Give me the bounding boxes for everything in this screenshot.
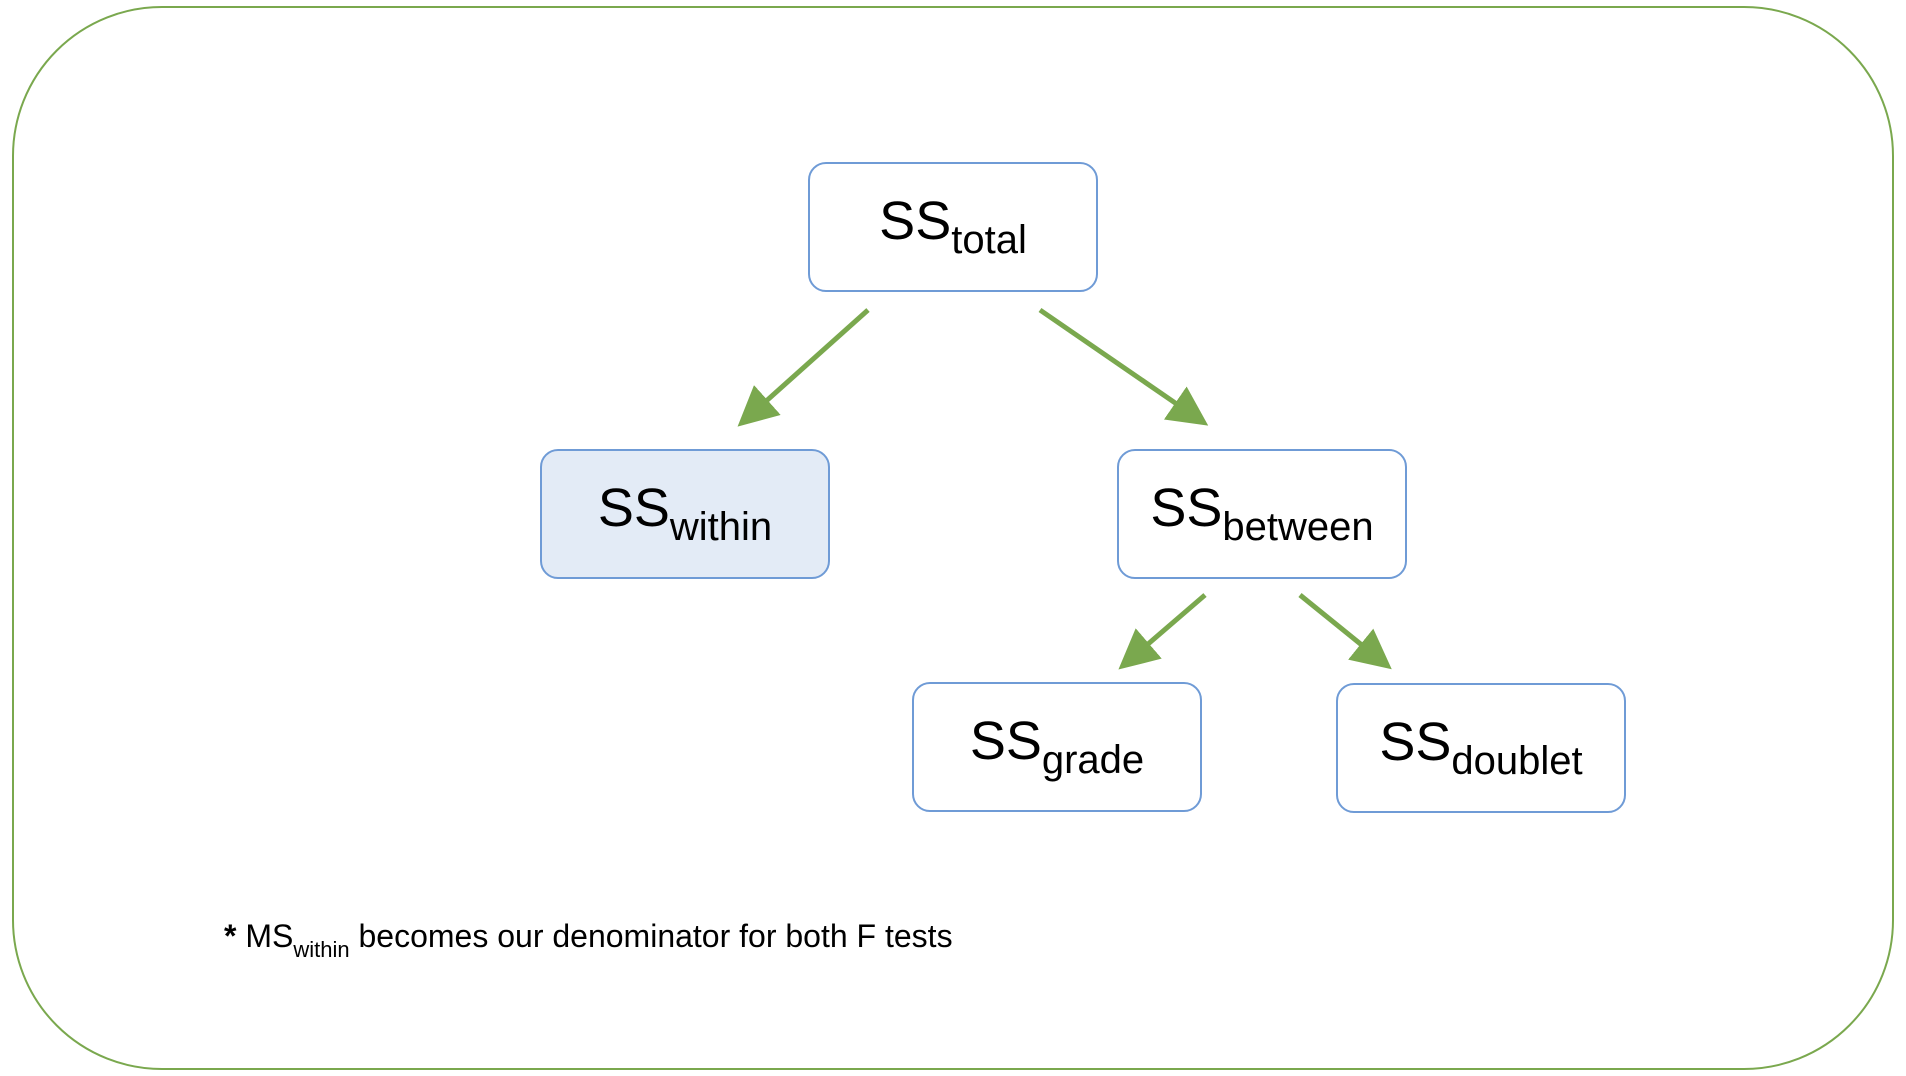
- node-ss-between: SSbetween: [1117, 449, 1407, 579]
- node-ss-within-main: SS: [597, 478, 670, 538]
- node-ss-doublet: SSdoublet: [1336, 683, 1626, 813]
- node-ss-grade-subscript: grade: [1041, 738, 1145, 782]
- node-ss-total: SStotal: [808, 162, 1098, 292]
- node-ss-doublet-subscript: doublet: [1451, 739, 1583, 783]
- node-ss-doublet-main: SS: [1379, 712, 1452, 772]
- arrow-between-to-doublet: [1298, 593, 1392, 670]
- footnote-asterisk: *: [224, 918, 237, 954]
- arrow-between-to-grade: [1118, 593, 1207, 670]
- footnote-ms-subscript: within: [293, 937, 350, 962]
- node-ss-between-label: SSbetween: [1150, 481, 1373, 547]
- node-ss-within-subscript: within: [669, 505, 773, 549]
- node-ss-total-label: SStotal: [879, 194, 1027, 260]
- node-ss-doublet-label: SSdoublet: [1379, 715, 1582, 781]
- node-ss-grade: SSgrade: [912, 682, 1202, 812]
- footnote-text: becomes our denominator for both F tests: [358, 918, 953, 954]
- footnote-ms: MS: [245, 918, 294, 954]
- node-ss-total-main: SS: [879, 191, 952, 251]
- arrow-total-to-between: [1038, 307, 1209, 426]
- node-ss-within-label: SSwithin: [598, 481, 772, 547]
- node-ss-between-main: SS: [1150, 478, 1223, 538]
- node-ss-between-subscript: between: [1222, 505, 1374, 549]
- arrow-total-to-within: [737, 308, 870, 427]
- node-ss-total-subscript: total: [951, 218, 1027, 262]
- node-ss-grade-label: SSgrade: [970, 714, 1144, 780]
- footnote: * MSwithin becomes our denominator for b…: [224, 920, 953, 961]
- node-ss-grade-main: SS: [969, 711, 1042, 771]
- node-ss-within: SSwithin: [540, 449, 830, 579]
- rounded-frame: [12, 6, 1894, 1070]
